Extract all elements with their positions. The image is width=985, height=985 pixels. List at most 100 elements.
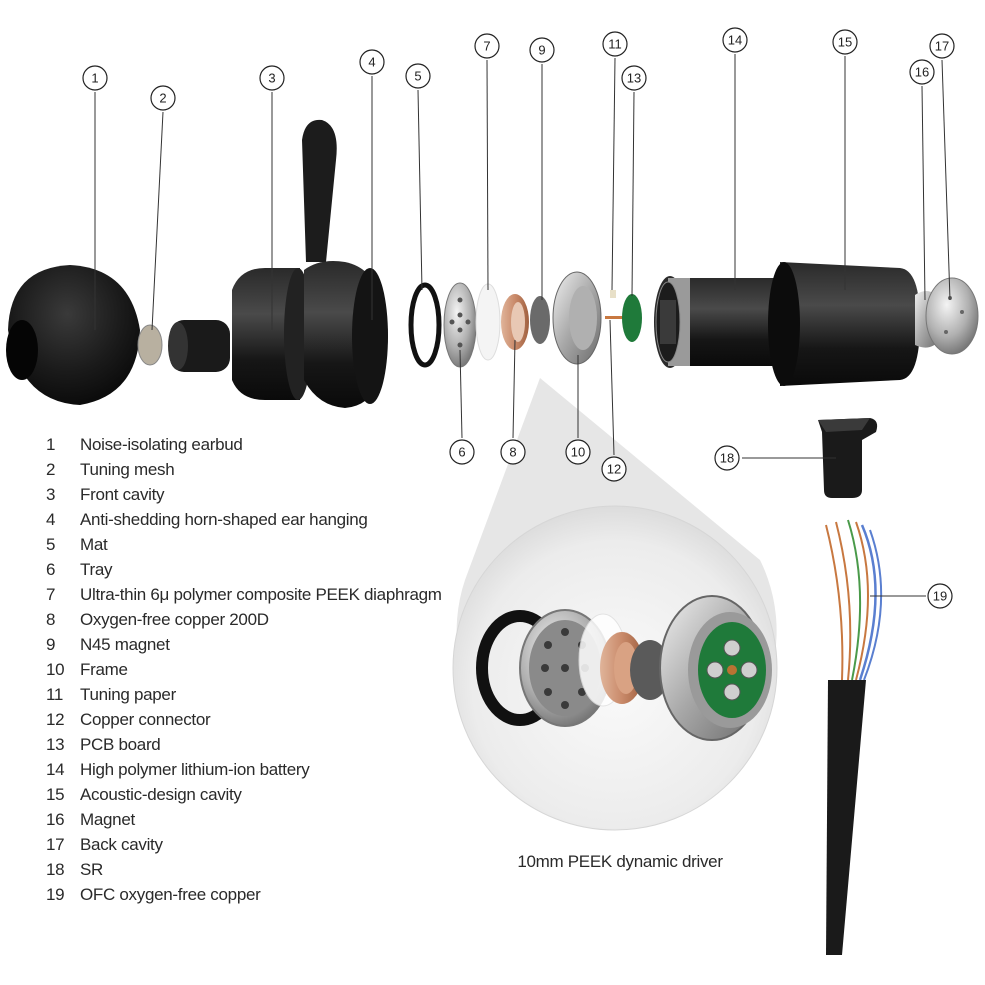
legend-label: Ultra-thin 6μ polymer composite PEEK dia… bbox=[80, 585, 442, 604]
legend-number: 12 bbox=[46, 710, 65, 729]
callout-5: 5 bbox=[405, 63, 431, 89]
callout-circle bbox=[565, 439, 591, 465]
callout-8: 8 bbox=[500, 439, 526, 465]
callout-circle bbox=[405, 63, 431, 89]
callout-6: 6 bbox=[449, 439, 475, 465]
legend-label: Anti-shedding horn-shaped ear hanging bbox=[80, 510, 368, 529]
legend-number: 6 bbox=[46, 560, 56, 579]
legend-label: Front cavity bbox=[80, 485, 165, 504]
legend-label: PCB board bbox=[80, 735, 161, 754]
earbud-part bbox=[6, 265, 140, 405]
legend-item: 18 SR bbox=[46, 857, 466, 882]
legend-number: 16 bbox=[46, 810, 65, 829]
callout-14: 14 bbox=[722, 27, 748, 53]
legend-number: 13 bbox=[46, 735, 65, 754]
leader-lines bbox=[94, 54, 951, 597]
legend-number: 2 bbox=[46, 460, 56, 479]
legend-item: 5 Mat bbox=[46, 532, 466, 557]
ear-hanging-part bbox=[302, 119, 388, 408]
legend-label: Tuning paper bbox=[80, 685, 176, 704]
callout-circle bbox=[929, 33, 955, 59]
callout-11: 11 bbox=[602, 31, 628, 57]
mat-part bbox=[408, 282, 442, 368]
legend-item: 1 Noise-isolating earbud bbox=[46, 432, 466, 457]
callout-circle bbox=[714, 445, 740, 471]
callout-circle bbox=[909, 59, 935, 85]
callout-number: 19 bbox=[933, 589, 947, 604]
callout-number: 12 bbox=[607, 462, 621, 477]
frame-part bbox=[552, 271, 602, 365]
callout-circle bbox=[927, 583, 953, 609]
callout-circle bbox=[500, 439, 526, 465]
callout-circle bbox=[722, 27, 748, 53]
callout-15: 15 bbox=[832, 29, 858, 55]
callout-circle bbox=[259, 65, 285, 91]
callout-1: 1 bbox=[82, 65, 108, 91]
legend-label: Back cavity bbox=[80, 835, 163, 854]
legend-number: 1 bbox=[46, 435, 56, 454]
legend-number: 5 bbox=[46, 535, 56, 554]
acoustic-cavity-part bbox=[768, 262, 920, 386]
callout-circle bbox=[529, 37, 555, 63]
legend-number: 17 bbox=[46, 835, 65, 854]
callout-number: 6 bbox=[458, 445, 465, 460]
callout-number: 15 bbox=[838, 35, 852, 50]
callout-number: 9 bbox=[538, 43, 545, 58]
callout-circle bbox=[832, 29, 858, 55]
legend-label: Magnet bbox=[80, 810, 135, 829]
legend-label: Mat bbox=[80, 535, 108, 554]
legend-label: Frame bbox=[80, 660, 128, 679]
callout-number: 16 bbox=[915, 65, 929, 80]
callout-circle bbox=[359, 49, 385, 75]
front-cavity-part bbox=[168, 268, 312, 400]
legend-item: 2 Tuning mesh bbox=[46, 457, 466, 482]
callout-number: 11 bbox=[608, 37, 622, 52]
legend-label: Noise-isolating earbud bbox=[80, 435, 243, 454]
callout-number: 18 bbox=[720, 451, 734, 466]
legend-number: 14 bbox=[46, 760, 65, 779]
callout-number: 5 bbox=[414, 69, 421, 84]
driver-caption: 10mm PEEK dynamic driver bbox=[517, 852, 723, 871]
tray-part bbox=[443, 282, 477, 368]
legend-label: SR bbox=[80, 860, 104, 879]
legend-number: 7 bbox=[46, 585, 56, 604]
sr-part bbox=[818, 418, 878, 498]
legend-label: N45 magnet bbox=[80, 635, 170, 654]
legend-label: Copper connector bbox=[80, 710, 211, 729]
legend-number: 19 bbox=[46, 885, 65, 904]
copper-coil-part bbox=[501, 294, 529, 350]
legend-item: 7 Ultra-thin 6μ polymer composite PEEK di… bbox=[46, 582, 466, 607]
legend-item: 16 Magnet bbox=[46, 807, 466, 832]
magnet-part bbox=[530, 296, 550, 344]
callout-9: 9 bbox=[529, 37, 555, 63]
copper-connector-part bbox=[605, 316, 623, 319]
callout-number: 17 bbox=[935, 39, 949, 54]
diaphragm-part bbox=[475, 283, 501, 361]
legend-item: 9 N45 magnet bbox=[46, 632, 466, 657]
callout-17: 17 bbox=[929, 33, 955, 59]
callout-number: 14 bbox=[728, 33, 742, 48]
battery-part bbox=[654, 276, 785, 368]
callout-7: 7 bbox=[474, 33, 500, 59]
legend-number: 9 bbox=[46, 635, 56, 654]
tuning-paper-part bbox=[610, 290, 616, 298]
legend-number: 15 bbox=[46, 785, 65, 804]
legend-label: High polymer lithium-ion battery bbox=[80, 760, 310, 779]
callout-circle bbox=[82, 65, 108, 91]
legend-label: Tuning mesh bbox=[80, 460, 175, 479]
driver-magnifier bbox=[452, 378, 778, 831]
legend-number: 18 bbox=[46, 860, 65, 879]
callout-number: 13 bbox=[627, 71, 641, 86]
legend-item: 13 PCB board bbox=[46, 732, 466, 757]
callout-12: 12 bbox=[601, 456, 627, 482]
callout-circle bbox=[449, 439, 475, 465]
callout-number: 3 bbox=[268, 71, 275, 86]
